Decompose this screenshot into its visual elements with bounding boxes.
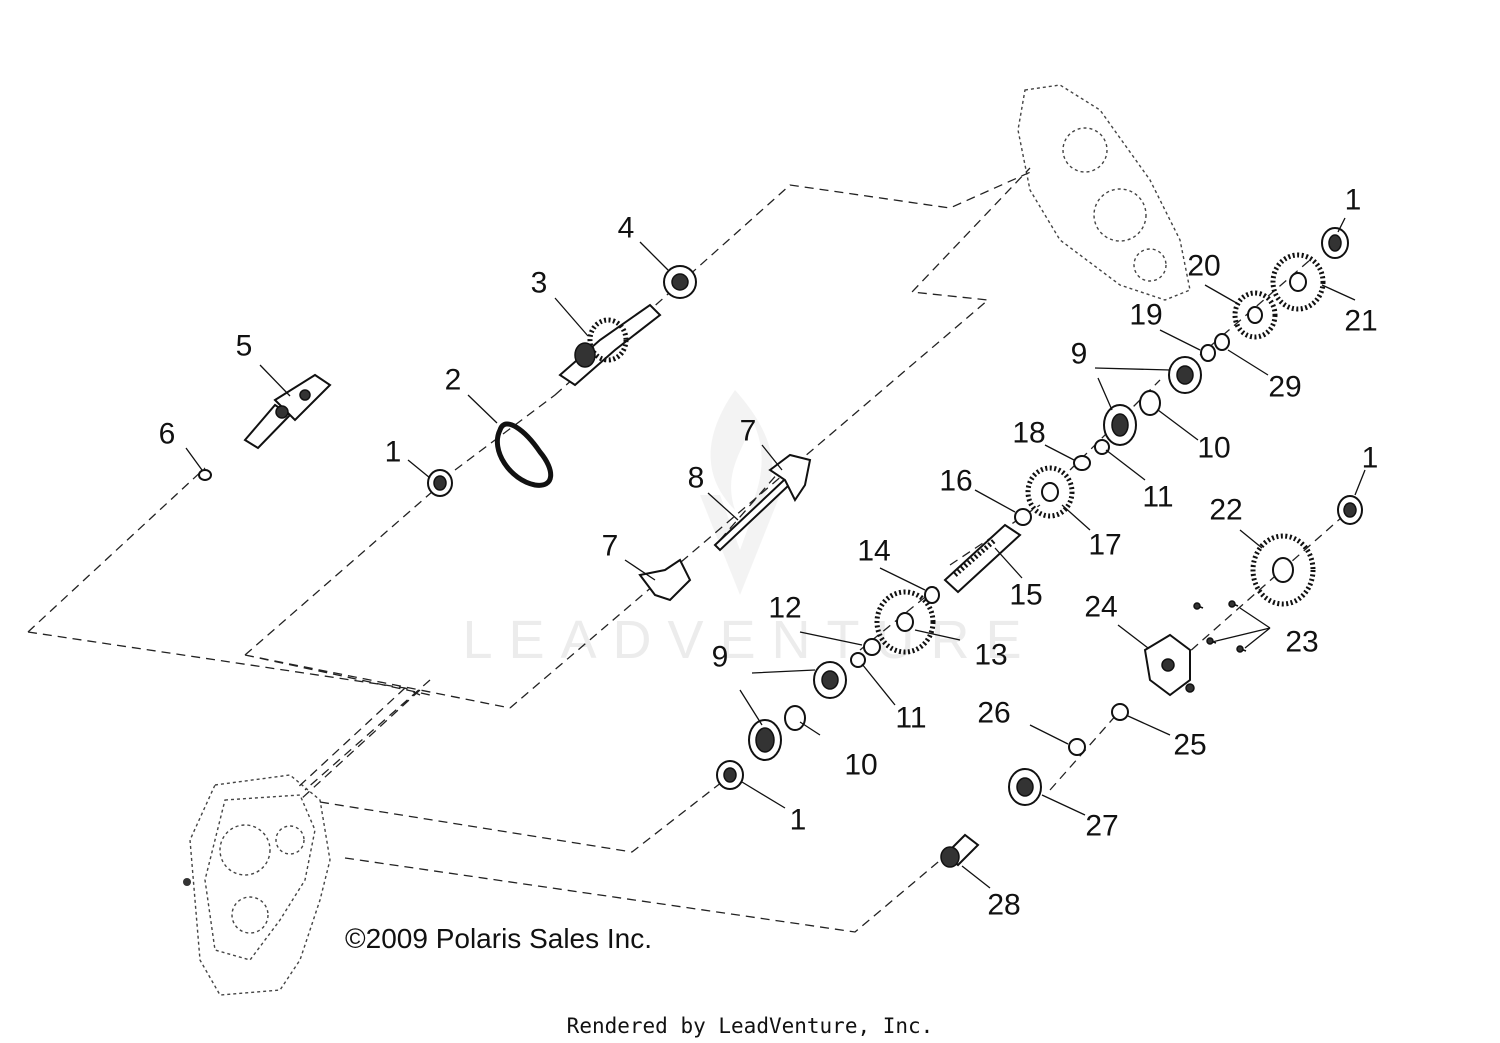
callout-26: 26 [977,697,1010,730]
part-10-ring-lower [784,705,806,731]
part-4-bearing [663,265,697,299]
callout-9: 9 [1071,338,1088,371]
part-14-bushing [924,586,940,604]
callout-11: 11 [1142,481,1173,514]
part-1-bearing-c [1321,227,1349,259]
callout-25: 25 [1173,729,1206,762]
transmission-case-left [183,774,331,996]
callout-24: 24 [1084,591,1117,624]
part-19-ring [1200,344,1216,362]
callout-16: 16 [939,465,972,498]
part-28-shaft-end [940,833,980,868]
part-16-ring [1014,508,1032,526]
copyright-text: ©2009 Polaris Sales Inc. [345,923,652,954]
callout-11: 11 [895,702,926,735]
callout-23: 23 [1285,626,1318,659]
footer-credit: Rendered by LeadVenture, Inc. [567,1014,934,1038]
callout-6: 6 [159,418,176,451]
part-24-flange [1143,633,1195,697]
part-26-ring [1068,738,1086,756]
callout-7: 7 [740,415,757,448]
callout-19: 19 [1129,299,1162,332]
callout-1: 1 [1362,442,1379,475]
callout-labels: 1 1 1 1 2 3 4 5 6 7 7 8 9 9 10 10 11 11 … [159,184,1379,922]
part-9-bearing-upper-a [1103,404,1137,446]
callout-22: 22 [1209,494,1242,527]
callout-15: 15 [1009,579,1042,612]
callout-3: 3 [531,267,548,300]
callout-1: 1 [385,436,402,469]
part-23-bolts [1193,600,1247,653]
callout-21: 21 [1344,305,1377,338]
part-29-ring [1214,333,1230,351]
callout-13: 13 [974,639,1007,672]
part-9-bearing-lower-a [748,719,782,761]
part-10-ring-upper [1139,390,1161,416]
callout-14: 14 [857,535,890,568]
part-2-chain [494,421,554,488]
callout-9: 9 [712,641,729,674]
callout-20: 20 [1187,250,1220,283]
part-11-ring-lower [850,652,866,668]
part-1-bearing-a [427,469,453,497]
callout-10: 10 [1197,432,1230,465]
part-20-gear [1232,290,1278,340]
watermark-logo [700,390,780,595]
callout-27: 27 [1085,810,1118,843]
watermark-text: LEADVENTURE [462,610,1037,670]
callout-29: 29 [1268,371,1301,404]
case-bolt-icon [183,878,191,886]
part-21-gear [1270,252,1326,312]
part-22-gear [1250,533,1316,607]
callout-7: 7 [602,530,619,563]
part-9-bearing-upper-b [1168,356,1202,394]
part-13-gear [874,589,936,655]
callout-8: 8 [688,462,705,495]
callout-1: 1 [790,804,807,837]
part-5-shift-drum [243,373,332,450]
part-25-ring [1111,703,1129,721]
callout-18: 18 [1012,417,1045,450]
callout-1: 1 [1345,184,1362,217]
part-3-input-shaft [558,303,662,387]
part-27-bearing [1008,768,1042,806]
part-11-ring-upper [1094,439,1110,455]
transmission-cover-top [1017,84,1191,301]
part-17-gear [1025,465,1075,519]
callout-12: 12 [768,592,801,625]
callout-leaders [185,217,1366,889]
callout-10: 10 [844,749,877,782]
part-7-shift-fork-lower [638,558,692,602]
callout-5: 5 [236,330,253,363]
part-7-shift-fork-upper [768,453,812,502]
part-12-ring [863,638,881,656]
part-1-bearing-b [716,760,744,790]
callout-2: 2 [445,364,462,397]
part-15-output-shaft [943,523,1022,594]
callout-28: 28 [987,889,1020,922]
part-18-ring [1073,455,1091,471]
part-6-ring [198,469,212,481]
part-1-bearing-d [1337,495,1363,525]
callout-4: 4 [618,212,635,245]
part-9-bearing-lower-b [813,661,847,699]
callout-17: 17 [1088,529,1121,562]
